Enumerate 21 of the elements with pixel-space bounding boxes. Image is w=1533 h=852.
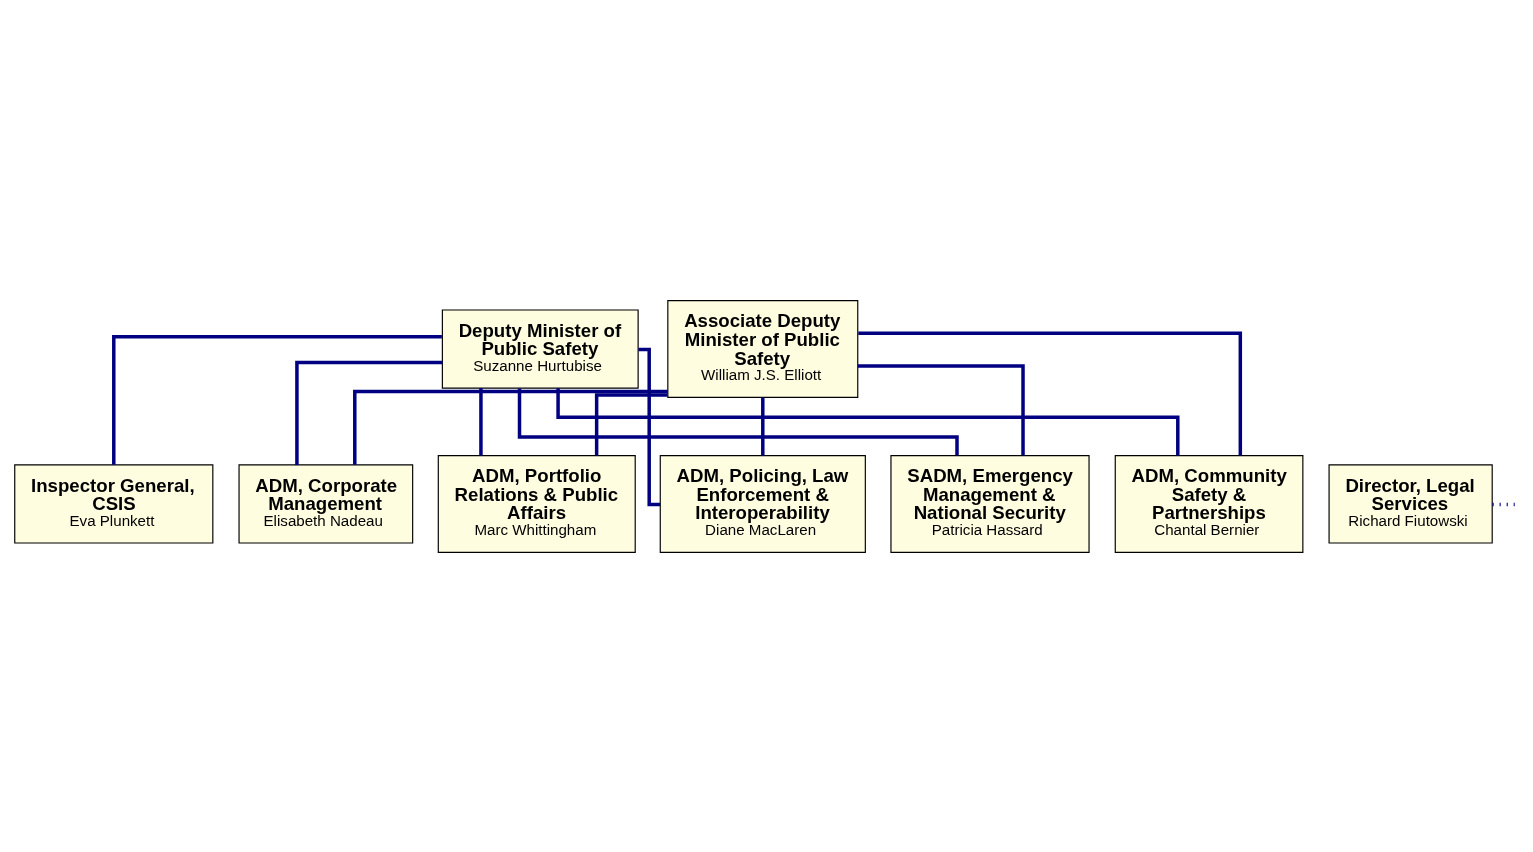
node-box: Inspector General, CSIS Eva Plunkett xyxy=(14,463,214,544)
connector xyxy=(556,387,1180,455)
node-box: Deputy Minister of Public Safety Suzanne Hurtubise xyxy=(441,308,639,389)
connector xyxy=(112,334,442,465)
connector xyxy=(594,392,668,456)
connector xyxy=(1492,502,1518,506)
node-box: ADM, Portfolio Relations & Public Affairs Marc Whittingham xyxy=(437,454,636,553)
connector xyxy=(295,360,443,465)
connector xyxy=(479,387,483,455)
connector xyxy=(857,363,1025,455)
node-box: ADM, Corporate Management Elisabeth Nadeau xyxy=(238,463,414,544)
node-box: ADM, Community Safety & Partnerships Chantal Bernier xyxy=(1114,454,1304,553)
connector xyxy=(353,389,668,465)
node-box: Associate Deputy Minister of Public Safety William J.S. Elliott xyxy=(667,299,859,398)
connector xyxy=(517,387,959,455)
connector xyxy=(638,347,661,506)
node-box: ADM, Policing, Law Enforcement & Interoperability Diane MacLaren xyxy=(659,454,866,553)
node-box: SADM, Emergency Management & National Security Patricia Hassard xyxy=(890,454,1090,553)
node-box: Director, Legal Services Richard Fiutowski xyxy=(1328,463,1493,544)
connector xyxy=(761,397,765,456)
connector xyxy=(858,331,1243,455)
